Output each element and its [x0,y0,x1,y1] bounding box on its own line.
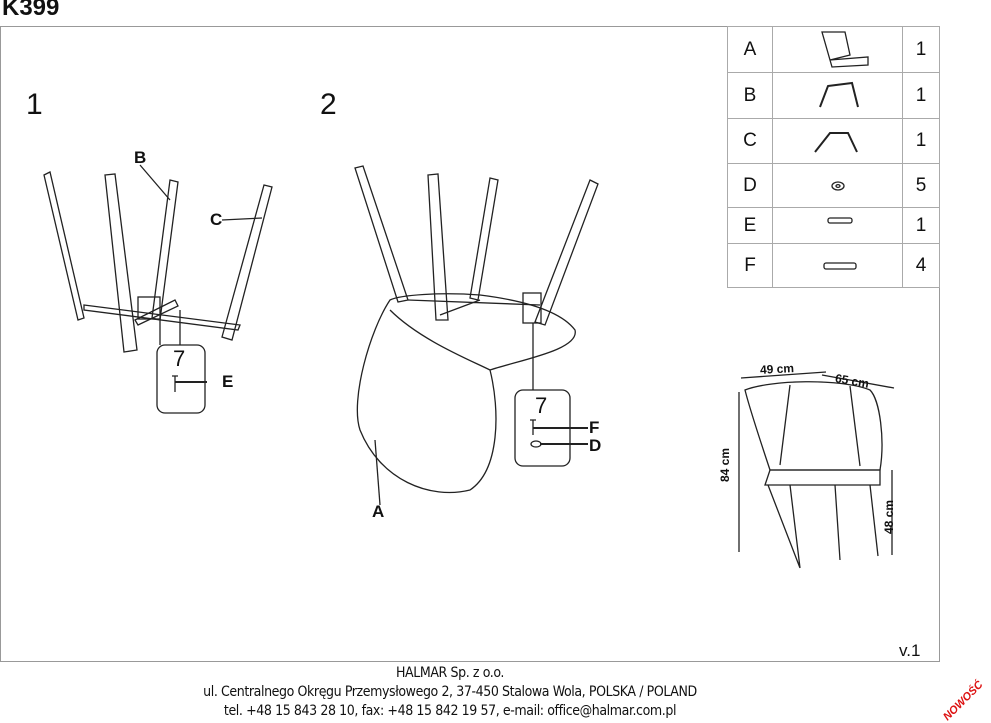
part-letter: C [727,118,773,164]
allen-key-icon: 7 [173,346,186,371]
dimension-chair-drawing [738,371,895,569]
step-number-2: 2 [320,88,337,121]
step2-detail-callout [374,323,588,506]
company-name: HALMAR Sp. z o.o. [395,665,505,681]
callout-e: E [222,372,234,391]
part-qty: 4 [902,243,940,288]
product-code: K399 [2,0,60,21]
step1-leg-frames [43,171,273,353]
step2-seat-assembly [354,165,599,494]
short-bolt-icon [772,207,903,244]
dimension-seat-height: 48 cm [882,499,897,535]
company-footer: HALMAR Sp. z o.o. ul. Centralnego Okręgu… [0,664,900,721]
front-leg-frame-icon [772,72,903,119]
callout-a: A [372,502,385,521]
callout-b: B [134,148,147,167]
allen-key-icon: 7 [535,393,548,418]
callout-c: C [210,210,223,229]
part-letter: D [727,163,773,208]
part-qty: 1 [902,72,940,119]
part-letter: F [727,243,773,288]
step1-detail-callout [139,164,263,414]
seat-icon [772,26,903,73]
dimension-height: 84 cm [718,447,733,483]
part-qty: 1 [902,26,940,73]
part-qty: 1 [902,207,940,244]
part-letter: A [727,26,773,73]
long-bolt-icon [772,243,903,288]
dimension-width: 49 cm [759,361,795,377]
callout-f: F [589,418,600,437]
step-number-1: 1 [26,88,43,121]
company-contact: tel. +48 15 843 28 10, fax: +48 15 842 1… [223,703,677,719]
part-letter: B [727,72,773,119]
washer-icon [772,163,903,208]
part-letter: E [727,207,773,244]
company-address: ul. Centralnego Okręgu Przemysłowego 2, … [203,684,697,700]
version-label: v.1 [899,641,921,660]
instruction-frame [0,26,940,662]
callout-d: D [589,436,602,455]
rear-leg-frame-icon [772,118,903,164]
part-qty: 1 [902,118,940,164]
part-qty: 5 [902,163,940,208]
